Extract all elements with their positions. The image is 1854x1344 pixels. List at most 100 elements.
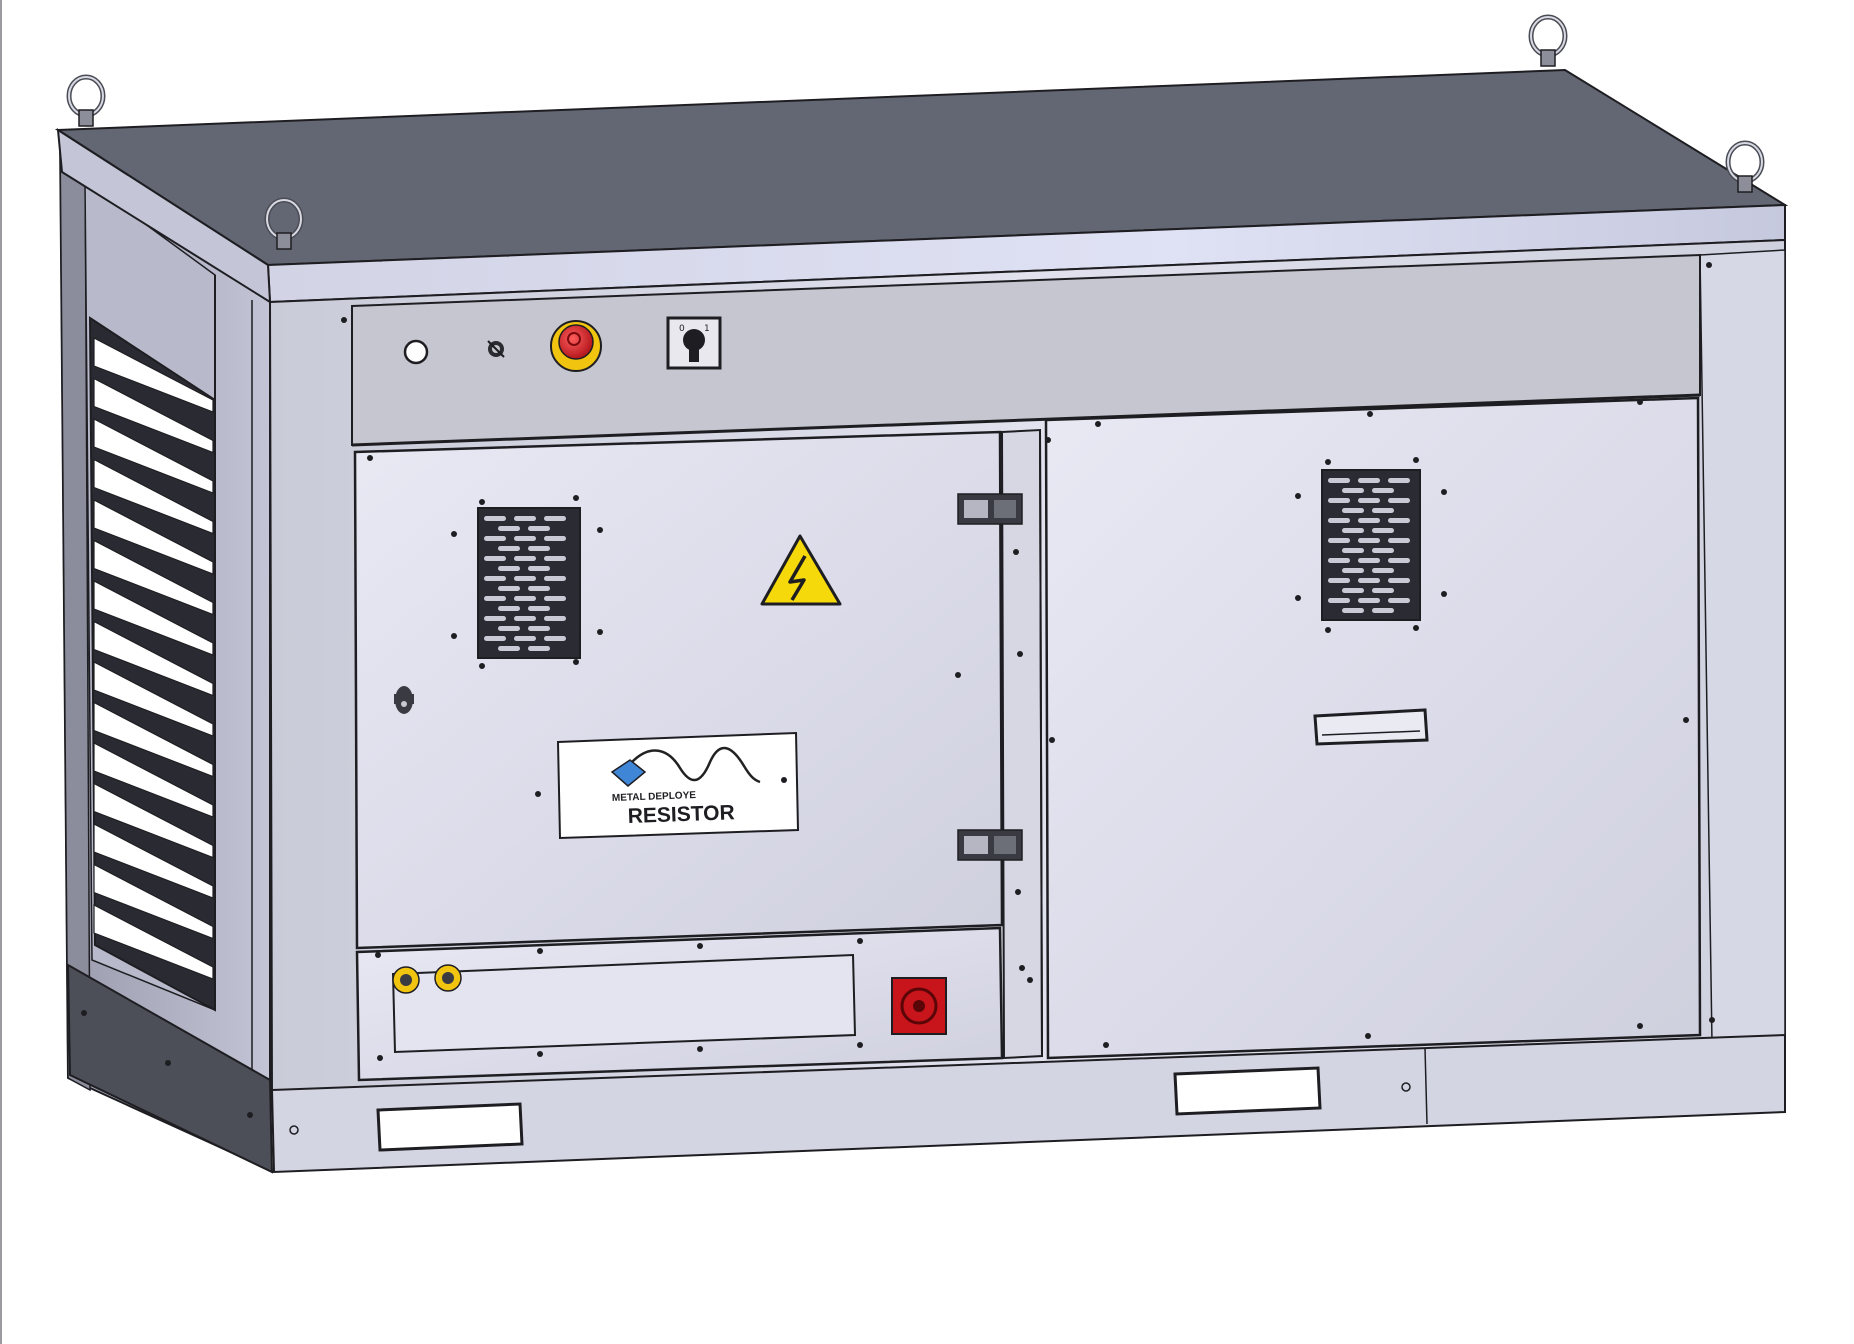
louvre-blade	[93, 661, 214, 737]
rotary-switch-icon[interactable]: 0 1	[666, 316, 722, 370]
door-hinge	[957, 829, 1023, 861]
grille-screws	[1295, 457, 1447, 633]
grille-slot	[514, 616, 536, 621]
grille-slot	[1388, 538, 1410, 543]
grille-slot	[484, 576, 506, 581]
grille-slot	[1342, 608, 1364, 613]
screw	[1017, 651, 1023, 657]
grille-slot	[514, 536, 536, 541]
grille-slot	[1358, 558, 1380, 563]
grille-slot	[1372, 588, 1394, 593]
grille-slot	[1342, 488, 1364, 493]
louvre-blade	[93, 863, 214, 940]
key-selector-icon	[487, 340, 505, 358]
left-door[interactable]	[353, 430, 1004, 950]
control-strip	[351, 253, 1701, 447]
grille-slot	[498, 606, 520, 611]
screw	[1413, 625, 1419, 631]
grille-slot	[1342, 568, 1364, 573]
grille-slot	[528, 646, 550, 651]
grille-screws	[451, 495, 603, 669]
louvre-blade	[93, 742, 214, 818]
screw	[1637, 1023, 1643, 1029]
grille-slot	[1328, 598, 1350, 603]
grille-slot	[1358, 598, 1380, 603]
grille-slot	[1358, 578, 1380, 583]
svg-text:1: 1	[704, 324, 710, 334]
screw	[479, 499, 485, 505]
screw	[697, 1046, 703, 1052]
grille-slot	[1342, 508, 1364, 513]
grille-slot	[1372, 608, 1394, 613]
screw	[597, 527, 603, 533]
screw	[1365, 1033, 1371, 1039]
grille-slot	[498, 626, 520, 631]
grille-slot	[528, 566, 550, 571]
louvre-blade	[93, 782, 214, 859]
grille-slot	[528, 606, 550, 611]
power-socket-icon[interactable]	[891, 977, 947, 1035]
grille-slot	[544, 596, 566, 601]
lifting-eye-icon	[264, 197, 304, 250]
base-skid	[270, 1033, 1786, 1174]
louvre-blade	[93, 458, 214, 535]
louvre-blade	[93, 418, 214, 494]
screw	[781, 777, 787, 783]
grille-slot	[514, 596, 536, 601]
screw	[1367, 411, 1373, 417]
louvre-blade	[93, 377, 214, 454]
screw	[857, 938, 863, 944]
vent-grille-icon	[477, 507, 581, 659]
grille-slot	[1358, 518, 1380, 523]
screw	[1441, 591, 1447, 597]
screw	[1013, 549, 1019, 555]
grille-slot	[544, 516, 566, 521]
door-handle[interactable]	[1313, 708, 1429, 746]
screw	[1103, 1042, 1109, 1048]
fork-pocket	[376, 1102, 524, 1152]
lifting-eye-icon	[1725, 140, 1765, 193]
screw	[573, 659, 579, 665]
grille-slot	[1372, 568, 1394, 573]
side-louvre-vents	[88, 316, 216, 1012]
screw	[597, 629, 603, 635]
screw	[537, 1051, 543, 1057]
grille-slot	[1372, 508, 1394, 513]
grille-slot	[1388, 498, 1410, 503]
lifting-eye-icon	[66, 74, 106, 127]
power-socket-icon[interactable]	[434, 964, 462, 992]
grille-slot	[514, 556, 536, 561]
svg-text:0: 0	[679, 324, 685, 334]
door-latch[interactable]	[394, 686, 414, 714]
screw	[1045, 437, 1051, 443]
screw	[1441, 489, 1447, 495]
grille-slot	[1358, 498, 1380, 503]
screw	[1637, 399, 1643, 405]
screw	[375, 952, 381, 958]
screw	[1295, 595, 1301, 601]
emergency-stop-icon[interactable]	[550, 320, 602, 372]
grille-slot	[1328, 478, 1350, 483]
grille-slot	[1388, 558, 1410, 563]
screw	[1049, 737, 1055, 743]
grille-slot	[1358, 478, 1380, 483]
nameplate: METAL DEPLOYE RESISTOR	[556, 731, 800, 840]
grille-slot	[544, 536, 566, 541]
louvre-blade	[93, 580, 214, 656]
grille-slot	[1358, 538, 1380, 543]
screw	[537, 948, 543, 954]
grille-slot	[1388, 598, 1410, 603]
screw	[1413, 457, 1419, 463]
louvre-blade	[93, 701, 214, 778]
screw	[573, 495, 579, 501]
grille-slot	[484, 556, 506, 561]
grille-slot	[498, 566, 520, 571]
power-socket-icon[interactable]	[392, 966, 420, 994]
grille-slot	[498, 586, 520, 591]
louvre-blade	[93, 539, 214, 616]
nameplate-brand: METAL DEPLOYE	[612, 790, 697, 804]
grille-slot	[484, 516, 506, 521]
grille-slot	[528, 526, 550, 531]
grille-slot	[1372, 528, 1394, 533]
